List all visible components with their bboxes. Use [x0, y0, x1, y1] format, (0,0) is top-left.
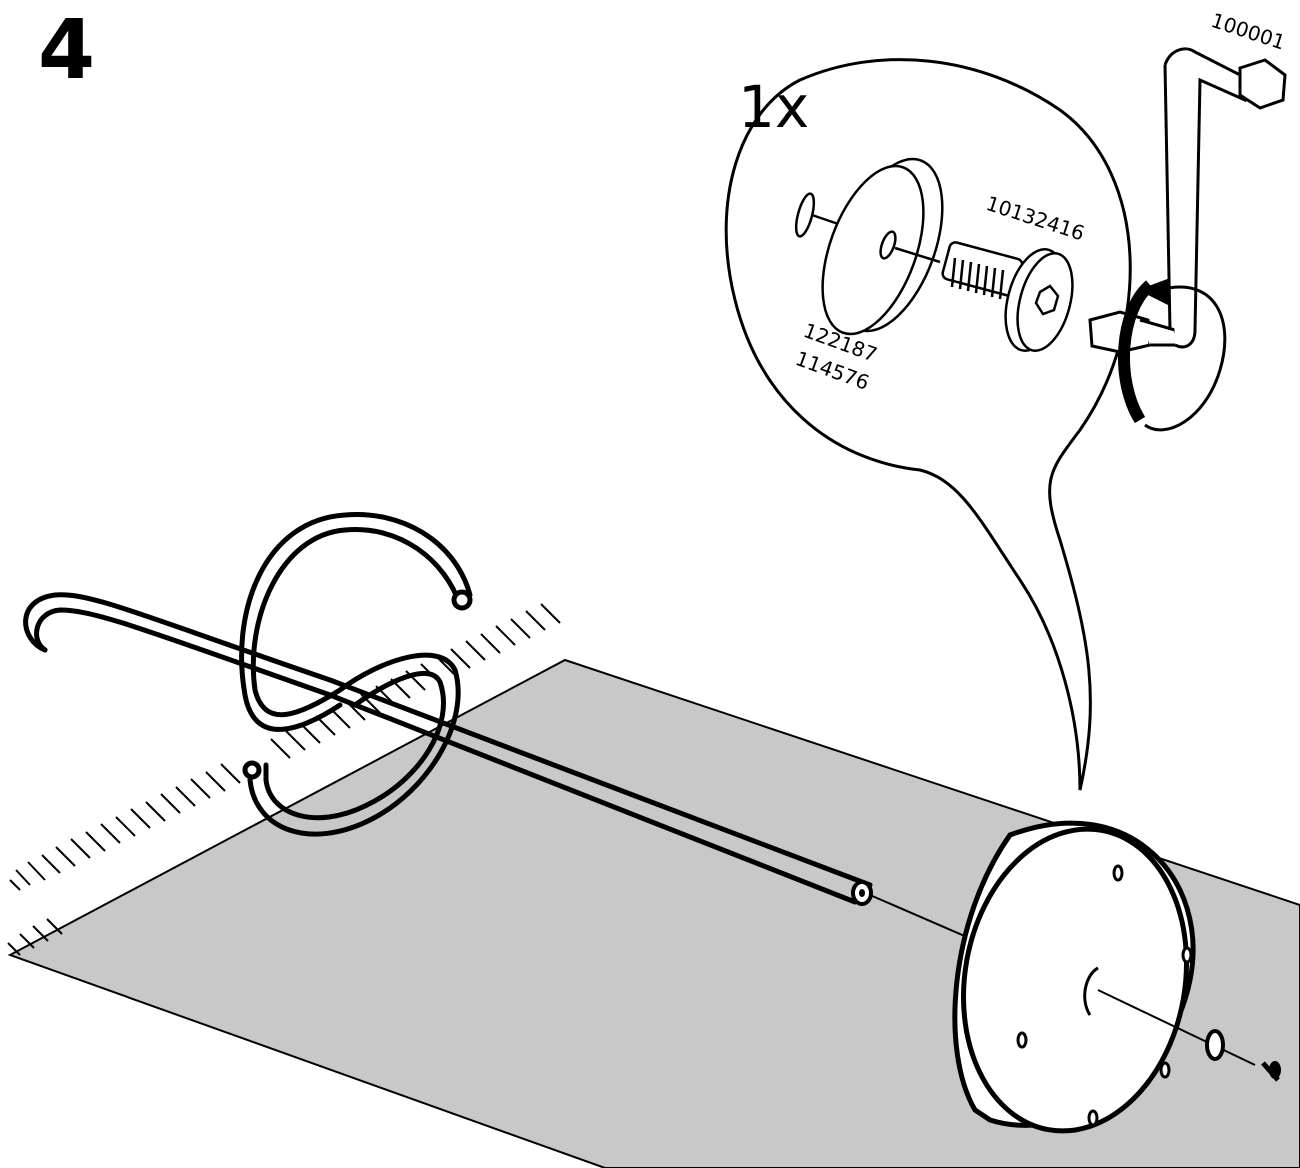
rug-fringe: [7, 603, 561, 956]
callout-bubble: [724, 58, 1132, 791]
bolt: [941, 241, 1074, 352]
small-washer: [1205, 1029, 1225, 1061]
rotation-arrow: [1118, 278, 1227, 432]
coat-stand-pole: [23, 592, 873, 905]
large-washer: [821, 157, 944, 336]
small-screw: [1261, 1061, 1281, 1082]
allen-key: [1088, 47, 1287, 354]
round-base: [952, 820, 1196, 1134]
base-center-hole: [1083, 966, 1099, 1016]
step-number: 4: [38, 3, 96, 98]
callout-quantity: 1x: [738, 73, 810, 141]
hook-loops: [239, 511, 473, 837]
base-screw-holes: [1016, 864, 1193, 1127]
